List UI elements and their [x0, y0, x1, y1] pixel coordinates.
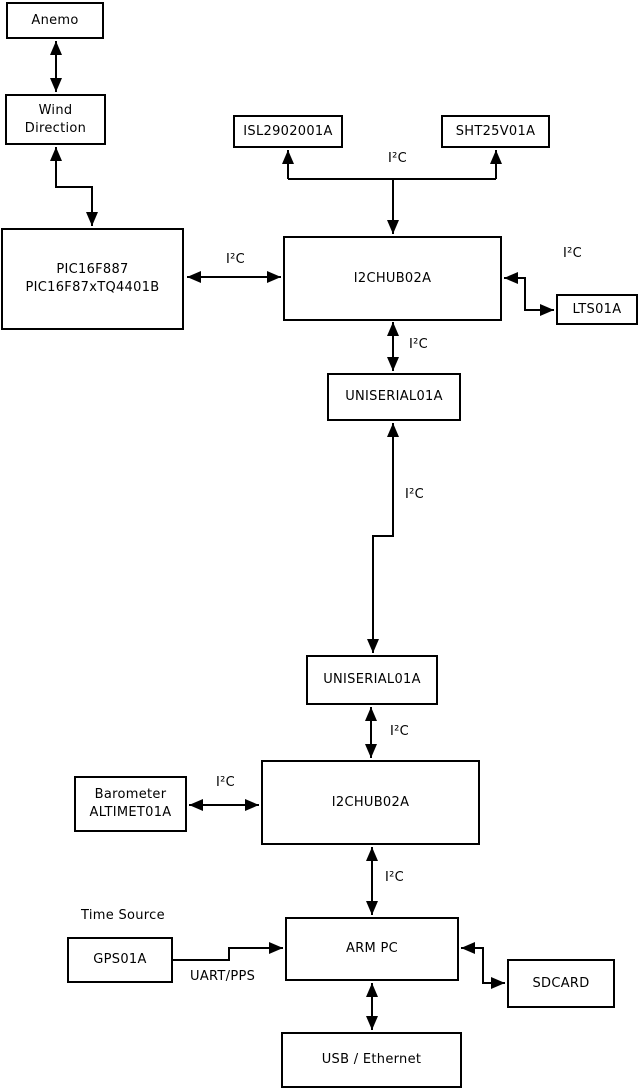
arrow-gps-armpc — [173, 942, 283, 961]
box-uniserial-2-label: UNISERIAL01A — [323, 672, 421, 688]
box-sdcard: SDCARD — [507, 959, 615, 1008]
box-arm-pc-label: ARM PC — [346, 941, 398, 957]
box-i2chub-1: I2CHUB02A — [283, 236, 502, 321]
box-lts: LTS01A — [556, 294, 638, 325]
box-barometer: Barometer ALTIMET01A — [74, 776, 187, 832]
box-wind-direction-line1: Wind — [38, 102, 73, 118]
box-usb-ethernet-label: USB / Ethernet — [321, 1052, 422, 1068]
label-time-source: Time Source — [81, 908, 165, 923]
box-isl-label: ISL2902001A — [243, 123, 333, 139]
box-wind-direction-line2: Direction — [24, 120, 87, 136]
label-uart-pps: UART/PPS — [190, 969, 256, 984]
box-gps-label: GPS01A — [93, 952, 147, 968]
box-pic: PIC16F887 PIC16F87xTQ4401B — [1, 228, 184, 330]
box-anemo-label: Anemo — [31, 12, 79, 28]
box-usb-ethernet: USB / Ethernet — [281, 1032, 462, 1088]
box-arm-pc: ARM PC — [285, 917, 459, 981]
arrow-wind-pic — [50, 147, 98, 226]
label-i2c-lts: I²C — [563, 246, 583, 261]
box-anemo: Anemo — [6, 2, 104, 39]
label-i2c-long-line: I²C — [405, 487, 425, 502]
box-barometer-line1: Barometer — [94, 787, 167, 803]
box-i2chub-1-label: I2CHUB02A — [353, 270, 432, 286]
box-uniserial-2: UNISERIAL01A — [306, 655, 438, 705]
arrow-i2chub1-lts — [504, 272, 554, 316]
box-isl: ISL2902001A — [233, 115, 343, 148]
box-wind-direction: Wind Direction — [5, 94, 106, 145]
box-uniserial-1-label: UNISERIAL01A — [345, 389, 443, 405]
box-i2chub-2: I2CHUB02A — [261, 760, 480, 845]
label-i2c-uniserial2-hub2: I²C — [390, 724, 410, 739]
box-pic-line2: PIC16F87xTQ4401B — [25, 280, 160, 295]
arrow-armpc-sdcard — [461, 942, 505, 989]
box-barometer-line2: ALTIMET01A — [89, 805, 172, 820]
label-i2c-hub2-armpc: I²C — [385, 870, 405, 885]
box-sdcard-label: SDCARD — [532, 975, 590, 991]
label-i2c-hub1-uniserial1: I²C — [409, 337, 429, 352]
box-lts-label: LTS01A — [572, 301, 622, 317]
box-uniserial-1: UNISERIAL01A — [327, 373, 461, 421]
arrow-uniserial1-uniserial2 — [367, 423, 399, 653]
label-i2c-barometer: I²C — [216, 775, 236, 790]
box-pic-line1: PIC16F887 — [56, 262, 129, 278]
box-sht-label: SHT25V01A — [455, 123, 536, 139]
label-i2c-tee: I²C — [388, 151, 408, 166]
label-i2c-pic-hub1: I²C — [226, 252, 246, 267]
box-i2chub-2-label: I2CHUB02A — [331, 794, 410, 810]
box-sht: SHT25V01A — [441, 115, 550, 148]
box-gps: GPS01A — [67, 937, 173, 983]
